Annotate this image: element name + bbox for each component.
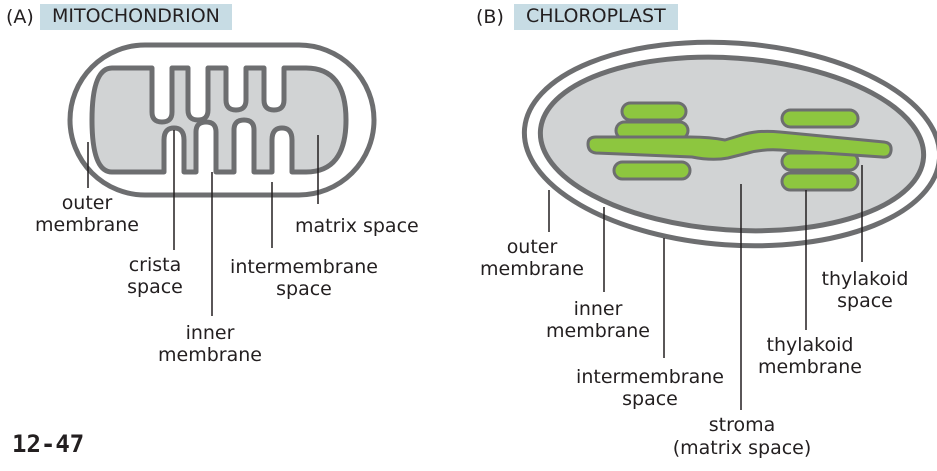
chloroplast [521, 39, 937, 410]
thylakoid-disc [780, 171, 860, 192]
thylakoids [586, 101, 893, 192]
label-chloro-inner-membrane: inner membrane [546, 298, 650, 342]
label-chloro-outer-membrane: outer membrane [480, 236, 584, 280]
label-chloro-thylakoid-space: thylakoid space [821, 268, 909, 312]
stroma-lamella [586, 129, 893, 161]
panel-b-tag: (B) [476, 6, 504, 28]
mitochondrion [67, 42, 377, 316]
label-chloro-stroma: stroma [708, 414, 776, 436]
panel-a-title: MITOCHONDRION [40, 4, 232, 30]
thylakoid-disc [612, 160, 692, 181]
label-mito-inner-membrane: inner membrane [158, 322, 262, 366]
label-mito-matrix-space: matrix space [295, 215, 419, 237]
label-mito-outer-membrane: outer membrane [35, 192, 139, 236]
thylakoid-disc [780, 108, 860, 129]
panel-a-tag: (A) [6, 6, 34, 28]
label-chloro-stroma-note: (matrix space) [672, 437, 812, 459]
label-chloro-thylakoid-membrane: thylakoid membrane [758, 334, 862, 378]
label-mito-intermembrane-space: intermembrane space [230, 256, 378, 300]
mito-inner-membrane [89, 65, 349, 175]
label-mito-crista-space: crista space [127, 254, 183, 298]
thylakoid-disc [620, 101, 688, 122]
label-chloro-intermembrane-space: intermembrane space [576, 366, 724, 410]
panel-b-title: CHLOROPLAST [514, 4, 678, 30]
figure-number: 12-47 [12, 430, 85, 458]
